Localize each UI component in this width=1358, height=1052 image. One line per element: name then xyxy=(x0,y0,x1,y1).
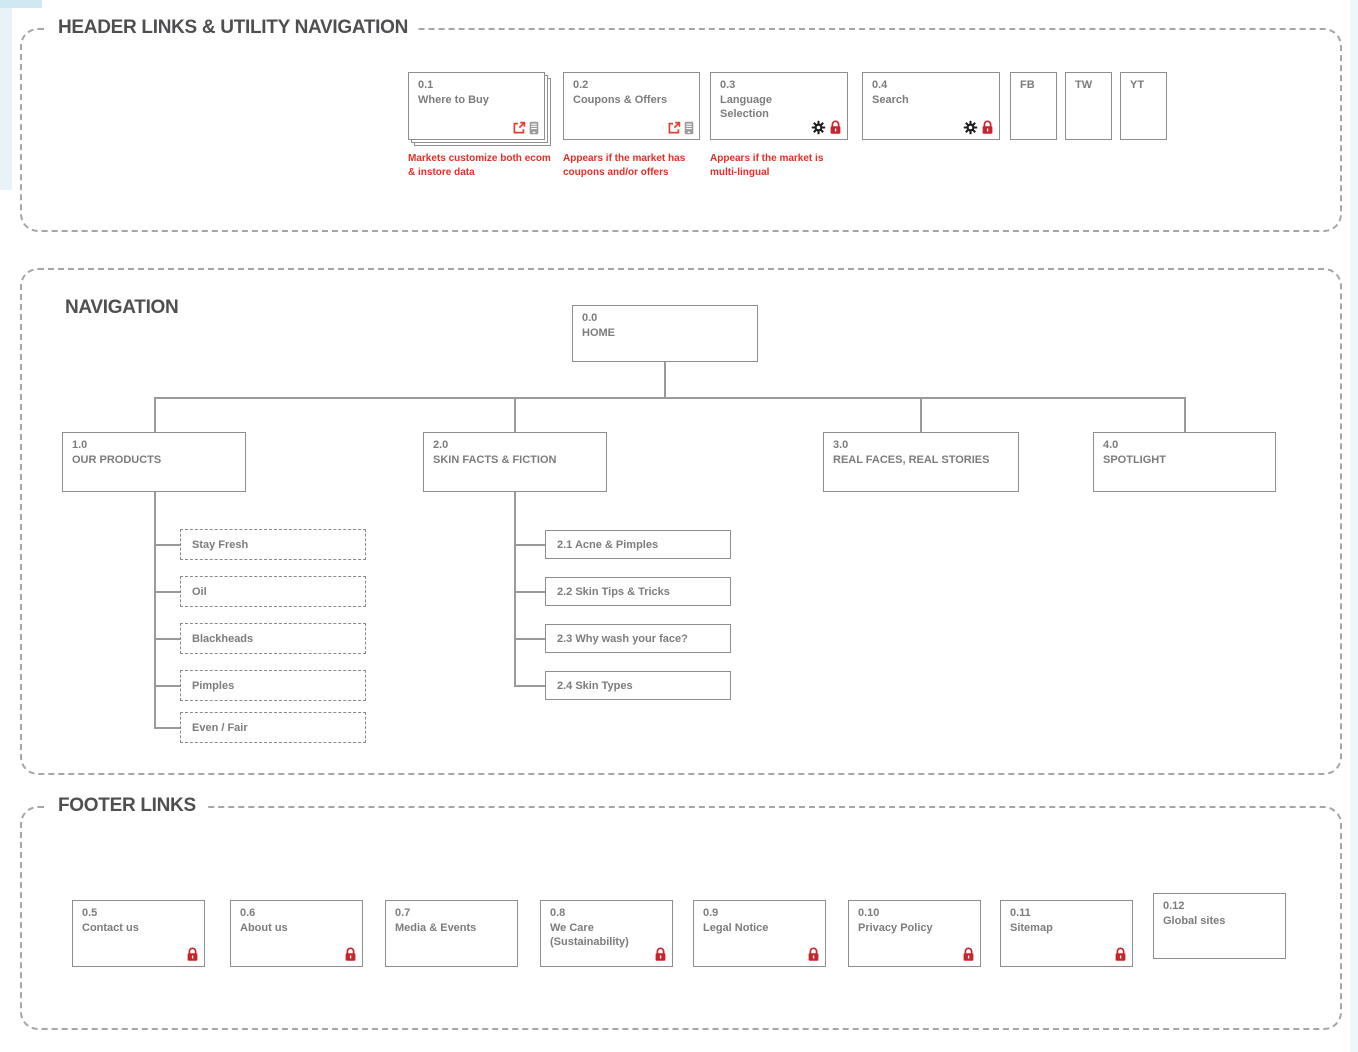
navigation-section-title: NAVIGATION xyxy=(55,296,189,320)
footer-box-global-sites: 0.12 Global sites xyxy=(1153,893,1286,959)
annotation-where-to-buy: Markets customize both ecom & instore da… xyxy=(408,153,551,178)
page-edge-right xyxy=(1350,0,1358,1052)
header-box-coupons-offers: 0.2 Coupons & Offers xyxy=(563,72,700,140)
header-box-youtube: YT xyxy=(1120,72,1167,140)
header-section-title: HEADER LINKS & UTILITY NAVIGATION xyxy=(48,16,419,40)
footer-box-legal-notice: 0.9 Legal Notice xyxy=(693,900,826,967)
connector-line xyxy=(154,591,181,593)
footer-box-sitemap: 0.11 Sitemap xyxy=(1000,900,1133,967)
nav-box-real-faces-real-stories: 3.0 REAL FACES, REAL STORIES xyxy=(823,432,1019,492)
lock-icon xyxy=(1115,947,1126,961)
navigation-section-frame xyxy=(20,268,1342,775)
footer-box-privacy-policy: 0.10 Privacy Policy xyxy=(848,900,981,967)
header-box-language-selection: 0.3 Language Selection xyxy=(710,72,848,140)
nav-box-our-products: 1.0 OUR PRODUCTS xyxy=(62,432,246,492)
footer-section-frame xyxy=(20,806,1342,1030)
gear-icon xyxy=(963,120,978,135)
connector-line xyxy=(514,638,546,640)
lock-icon xyxy=(655,947,666,961)
header-box-facebook: FB xyxy=(1010,72,1057,140)
nav-box-skin-facts-fiction: 2.0 SKIN FACTS & FICTION xyxy=(423,432,607,492)
header-box-where-to-buy: 0.1 Where to Buy xyxy=(408,72,545,140)
lock-icon xyxy=(808,947,819,961)
nav-box-spotlight: 4.0 SPOTLIGHT xyxy=(1093,432,1276,492)
mobile-device-icon xyxy=(684,121,694,135)
header-box-twitter: TW xyxy=(1065,72,1112,140)
footer-box-about-us: 0.6 About us xyxy=(230,900,363,967)
header-section-frame xyxy=(20,28,1342,232)
nav-child-even-fair: Even / Fair xyxy=(180,712,366,743)
nav-child-stay-fresh: Stay Fresh xyxy=(180,529,366,560)
nav-child-oil: Oil xyxy=(180,576,366,607)
footer-box-contact-us: 0.5 Contact us xyxy=(72,900,205,967)
connector-line xyxy=(154,397,156,432)
gear-icon xyxy=(811,120,826,135)
external-link-icon xyxy=(668,121,681,134)
connector-line xyxy=(154,397,1185,399)
nav-child-skin-tips-tricks: 2.2 Skin Tips & Tricks xyxy=(545,577,731,606)
lock-icon xyxy=(830,120,841,134)
page-edge-fragment xyxy=(0,0,42,8)
footer-section-title: FOOTER LINKS xyxy=(48,794,206,818)
lock-icon xyxy=(187,947,198,961)
connector-line xyxy=(154,492,156,728)
lock-icon xyxy=(345,947,356,961)
external-link-icon xyxy=(513,121,526,134)
nav-box-home: 0.0 HOME xyxy=(572,305,758,362)
connector-line xyxy=(154,685,181,687)
connector-line xyxy=(514,544,546,546)
nav-child-pimples: Pimples xyxy=(180,670,366,701)
page-edge-left xyxy=(0,8,12,190)
annotation-coupons-offers: Appears if the market has coupons and/or… xyxy=(563,153,686,178)
footer-box-we-care: 0.8 We Care (Sustainability) xyxy=(540,900,673,967)
lock-icon xyxy=(982,120,993,134)
connector-line xyxy=(920,397,922,432)
mobile-device-icon xyxy=(529,121,539,135)
connector-line xyxy=(154,638,181,640)
nav-child-acne-pimples: 2.1 Acne & Pimples xyxy=(545,530,731,559)
connector-line xyxy=(664,362,666,397)
header-box-search: 0.4 Search xyxy=(862,72,1000,140)
nav-child-skin-types: 2.4 Skin Types xyxy=(545,671,731,700)
nav-child-why-wash-your-face: 2.3 Why wash your face? xyxy=(545,624,731,653)
lock-icon xyxy=(963,947,974,961)
nav-child-blackheads: Blackheads xyxy=(180,623,366,654)
footer-box-media-events: 0.7 Media & Events xyxy=(385,900,518,967)
connector-line xyxy=(514,397,516,432)
connector-line xyxy=(154,544,181,546)
connector-line xyxy=(514,685,546,687)
connector-line xyxy=(514,492,516,686)
annotation-language-selection: Appears if the market is multi-lingual xyxy=(710,153,824,178)
connector-line xyxy=(154,727,181,729)
connector-line xyxy=(514,591,546,593)
connector-line xyxy=(1184,397,1186,432)
